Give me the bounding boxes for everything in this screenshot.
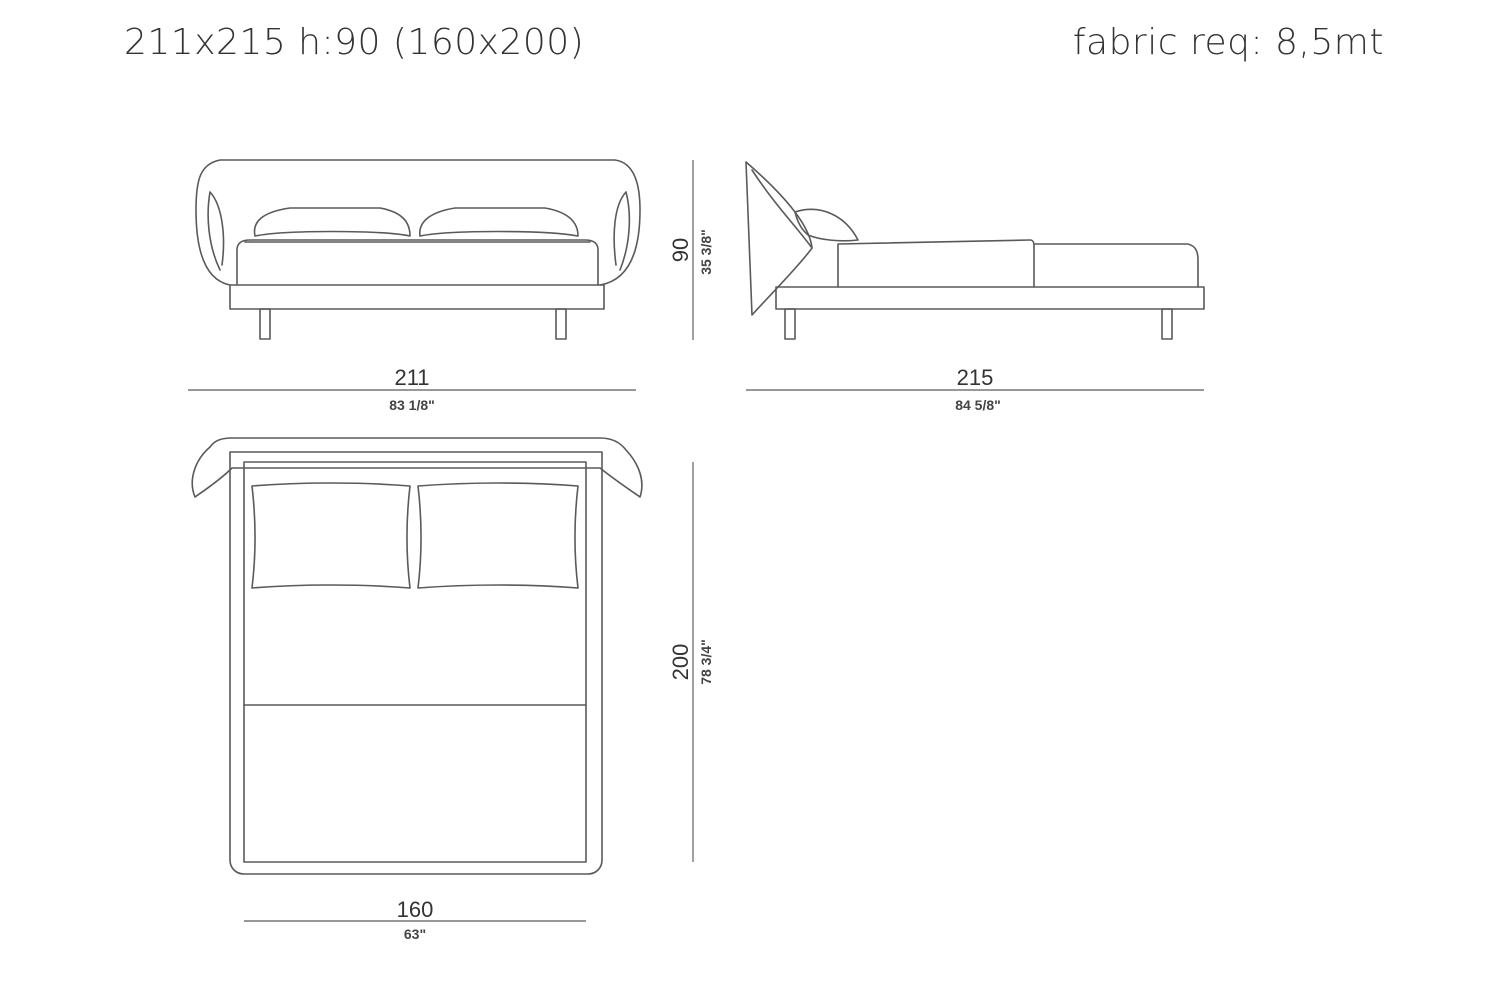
dim-mattress-width-cm: 160 bbox=[397, 897, 434, 922]
front-headboard bbox=[195, 159, 641, 286]
dim-front-width: 211 83 1/8" bbox=[188, 365, 636, 413]
side-leg-left bbox=[784, 308, 796, 340]
dim-mattress-length-cm: 200 bbox=[668, 644, 693, 681]
front-bolster-right bbox=[613, 191, 631, 271]
dim-front-width-inch: 83 1/8" bbox=[389, 397, 435, 413]
top-pillow-right bbox=[417, 482, 579, 589]
top-frame-outer bbox=[229, 451, 603, 875]
front-leg-right bbox=[555, 308, 567, 340]
dim-mattress-width: 160 63" bbox=[244, 897, 586, 942]
front-leg-left bbox=[259, 308, 271, 340]
dim-mattress-length-inch: 78 3/4" bbox=[698, 639, 714, 685]
dim-height-inch: 35 3/8" bbox=[698, 229, 714, 275]
side-mattress-foot bbox=[1033, 243, 1199, 288]
dim-height: 90 35 3/8" bbox=[668, 160, 714, 340]
dim-mattress-length: 200 78 3/4" bbox=[668, 462, 714, 862]
dim-side-length-inch: 84 5/8" bbox=[955, 397, 1001, 413]
dim-height-cm: 90 bbox=[668, 238, 693, 262]
dim-side-length: 215 84 5/8" bbox=[746, 365, 1204, 413]
side-leg-right bbox=[1161, 308, 1173, 340]
dim-front-width-cm: 211 bbox=[394, 365, 429, 390]
top-pillow-left bbox=[251, 482, 411, 589]
dim-mattress-width-inch: 63" bbox=[404, 926, 426, 942]
side-headboard-inner bbox=[751, 169, 813, 249]
top-mattress bbox=[243, 461, 587, 863]
spec-title: 211x215 h:90 (160x200) bbox=[124, 22, 585, 63]
front-base bbox=[229, 284, 605, 310]
fabric-requirement: fabric req: 8,5mt bbox=[1072, 22, 1384, 63]
top-headboard bbox=[191, 437, 643, 498]
front-pillow-left bbox=[253, 207, 411, 237]
top-view bbox=[191, 437, 643, 875]
front-bolster-left bbox=[207, 191, 225, 271]
side-base bbox=[775, 286, 1205, 310]
dim-side-length-cm: 215 bbox=[957, 365, 994, 390]
side-view bbox=[745, 161, 1205, 340]
side-headboard bbox=[745, 161, 813, 316]
front-view bbox=[195, 159, 641, 340]
front-pillow-right bbox=[419, 207, 579, 237]
front-mattress bbox=[236, 239, 599, 286]
side-mattress-head bbox=[837, 239, 1035, 288]
side-pillow bbox=[794, 208, 859, 242]
